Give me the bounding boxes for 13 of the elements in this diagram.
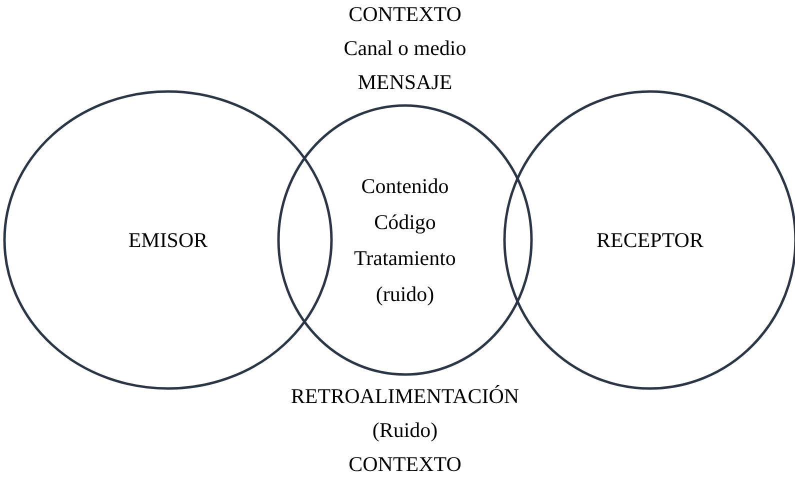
diagram-label: Canal o medio <box>344 36 466 60</box>
node-text: (ruido) <box>376 282 434 306</box>
diagram-label: (Ruido) <box>372 418 438 442</box>
diagram-label: CONTEXTO <box>348 2 462 26</box>
ellipse-shape <box>277 104 533 376</box>
diagram-label: CONTEXTO <box>348 452 462 476</box>
node-text: Contenido <box>361 174 449 198</box>
node-text: EMISOR <box>128 228 208 252</box>
diagram-label: RETROALIMENTACIÓN <box>290 384 520 408</box>
node-text: Tratamiento <box>354 246 456 270</box>
diagram-label: MENSAJE <box>358 70 452 94</box>
node-text: Código <box>374 210 436 234</box>
node-text: RECEPTOR <box>596 228 704 252</box>
